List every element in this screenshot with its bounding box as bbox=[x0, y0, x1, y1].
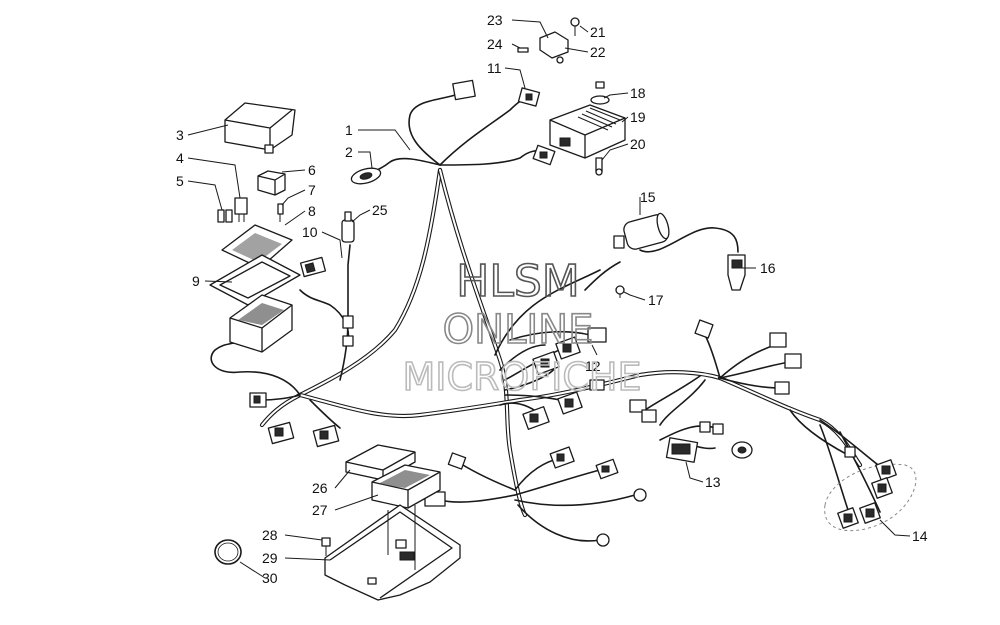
callout-8: 8 bbox=[308, 203, 316, 219]
washer-18 bbox=[590, 81, 610, 105]
callout-25: 25 bbox=[372, 202, 388, 218]
relay-and-fuses bbox=[217, 170, 286, 223]
callout-20: 20 bbox=[630, 136, 646, 152]
clamp-30 bbox=[214, 539, 242, 565]
ecu-27 bbox=[371, 464, 441, 509]
watermark-line-3: MICROFICHE bbox=[402, 355, 641, 399]
fastener-28 bbox=[321, 537, 331, 556]
connector-10 bbox=[299, 256, 327, 278]
fuse-box-cover bbox=[224, 102, 296, 154]
grommet-2 bbox=[350, 167, 382, 185]
callout-14: 14 bbox=[912, 528, 928, 544]
top-connectors bbox=[452, 79, 556, 166]
fuse-box-gasket bbox=[209, 254, 301, 306]
leader-lines bbox=[187, 19, 911, 579]
ignition-coil bbox=[613, 212, 746, 298]
callout-7: 7 bbox=[308, 182, 316, 198]
mounting-plate-29 bbox=[324, 504, 461, 601]
callout-29: 29 bbox=[262, 550, 278, 566]
callout-13: 13 bbox=[705, 474, 721, 490]
callout-15: 15 bbox=[640, 189, 656, 205]
callout-28: 28 bbox=[262, 527, 278, 543]
callout-1: 1 bbox=[345, 122, 353, 138]
callout-23: 23 bbox=[487, 12, 503, 28]
left-connectors bbox=[249, 392, 340, 448]
watermark-line-2: ONLINE bbox=[443, 307, 594, 353]
callout-9: 9 bbox=[192, 273, 200, 289]
callout-labels: 1 2 3 4 5 6 7 8 9 10 11 12 13 14 15 16 1… bbox=[176, 12, 928, 586]
callout-18: 18 bbox=[630, 85, 646, 101]
connectors-12 bbox=[522, 327, 607, 430]
regulator-19 bbox=[549, 104, 626, 159]
watermark: HLSM ONLINE MICROFICHE bbox=[402, 255, 643, 400]
callout-30: 30 bbox=[262, 570, 278, 586]
sensor-25 bbox=[341, 211, 355, 347]
connectors-14 bbox=[824, 446, 917, 532]
mounting-bracket bbox=[517, 17, 580, 64]
callout-4: 4 bbox=[176, 150, 184, 166]
callout-17: 17 bbox=[648, 292, 664, 308]
callout-21: 21 bbox=[590, 24, 606, 40]
connector-13 bbox=[665, 437, 699, 463]
lower-connectors bbox=[424, 446, 647, 547]
callout-27: 27 bbox=[312, 502, 328, 518]
callout-12: 12 bbox=[585, 358, 601, 374]
callout-2: 2 bbox=[345, 144, 353, 160]
callout-22: 22 bbox=[590, 44, 606, 60]
fuse-label-card bbox=[221, 224, 293, 269]
callout-5: 5 bbox=[176, 173, 184, 189]
callout-6: 6 bbox=[308, 162, 316, 178]
callout-26: 26 bbox=[312, 480, 328, 496]
callout-3: 3 bbox=[176, 127, 184, 143]
fuse-box-base bbox=[229, 294, 293, 353]
watermark-line-1: HLSM bbox=[456, 256, 580, 307]
callout-16: 16 bbox=[760, 260, 776, 276]
right-connectors bbox=[629, 319, 802, 459]
callout-11: 11 bbox=[487, 60, 502, 76]
callout-19: 19 bbox=[630, 109, 646, 125]
bolt-20 bbox=[595, 157, 603, 176]
callout-24: 24 bbox=[487, 36, 503, 52]
callout-10: 10 bbox=[302, 224, 318, 240]
